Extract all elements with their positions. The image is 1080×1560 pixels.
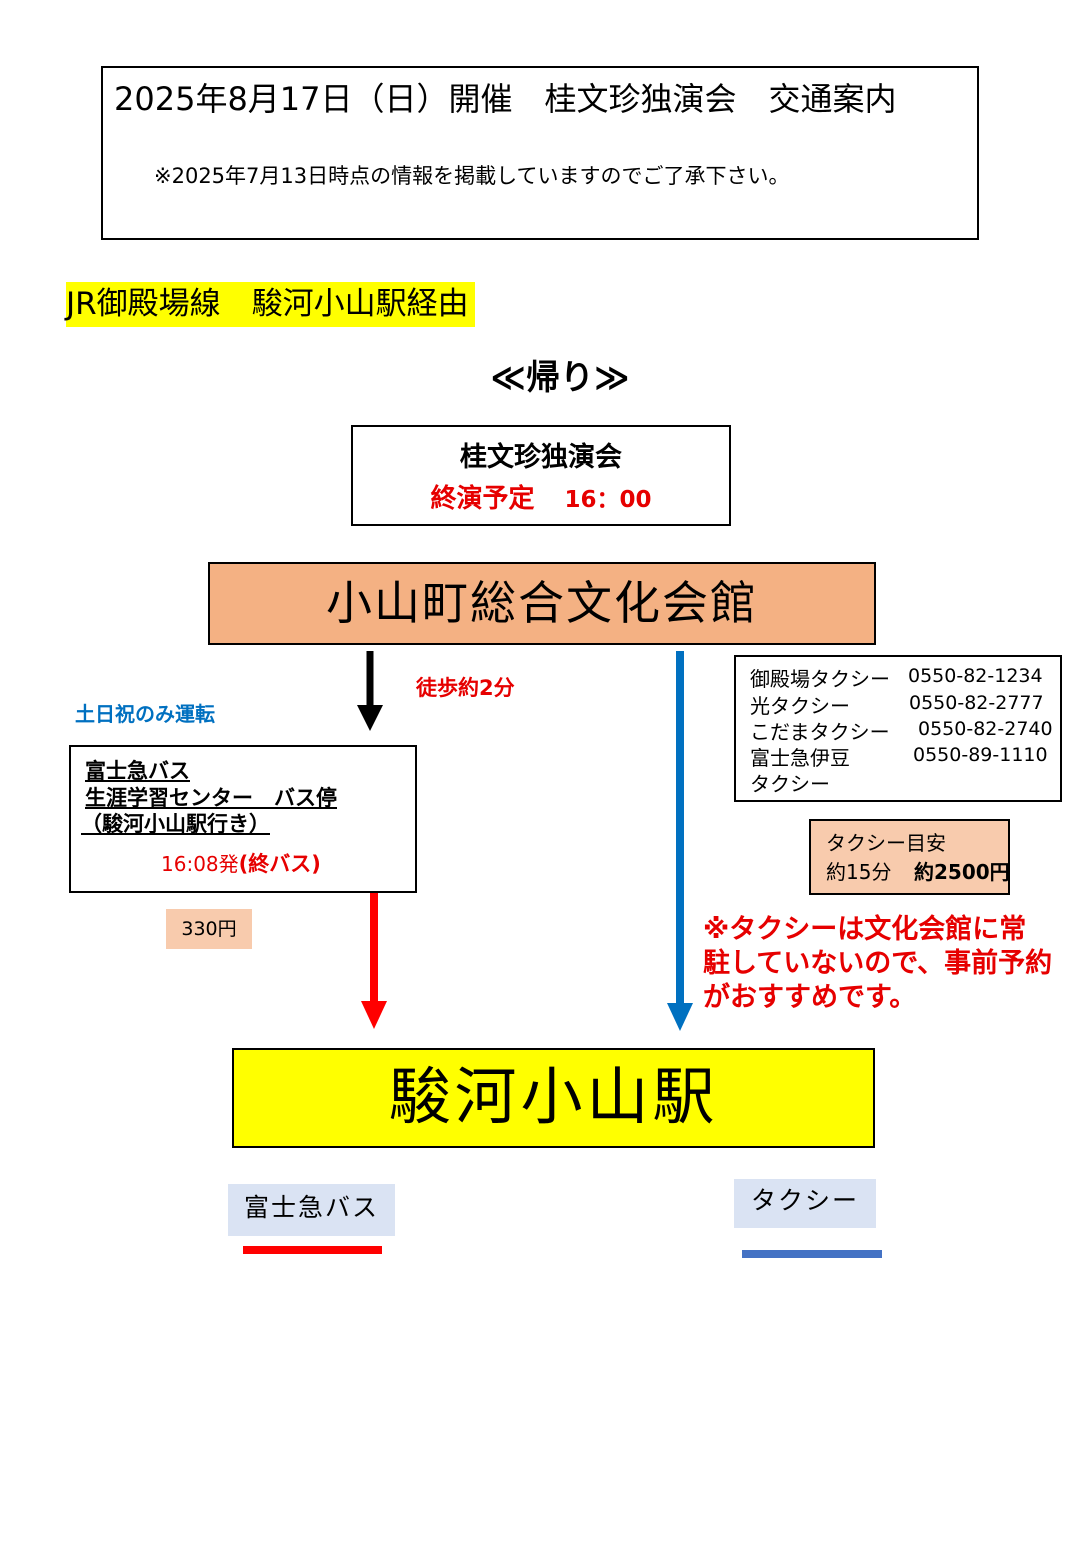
taxi-company: 御殿場タクシー — [750, 667, 890, 691]
taxi-estimate-time: 約15分 — [826, 860, 892, 884]
taxi-company: タクシー — [750, 772, 830, 796]
bus-stop-box: 富士急バス 生涯学習センター バス停 （駿河小山駅行き） 16:08発(終バス) — [69, 745, 417, 893]
venue-box: 小山町総合文化会館 — [208, 562, 876, 645]
return-heading: ≪帰り≫ — [490, 358, 630, 398]
taxi-company: 光タクシー — [750, 694, 850, 718]
taxi-estimate-title: タクシー目安 — [826, 831, 946, 855]
departure-time: 16:08発 — [161, 852, 239, 876]
taxi-phone: 0550-89-1110 — [913, 744, 1048, 766]
taxi-phone: 0550-82-2740 — [918, 718, 1053, 740]
taxi-arrow — [667, 651, 693, 1031]
legend-taxi: タクシー — [734, 1179, 876, 1228]
last-bus-label: (終バス) — [238, 852, 321, 876]
taxi-phone: 0550-82-2777 — [909, 692, 1044, 714]
bus-stop-name: 生涯学習センター バス停 — [85, 786, 337, 810]
header-box — [101, 66, 979, 240]
bus-departure: 16:08発(終バス) — [161, 848, 321, 878]
legend-taxi-line — [742, 1250, 882, 1258]
bus-company: 富士急バス — [85, 759, 190, 783]
bus-fare: 330円 — [166, 909, 252, 949]
station-box: 駿河小山駅 — [232, 1048, 875, 1148]
taxi-reservation-note: ※タクシーは文化会館に常駐していないので、事前予約がおすすめです。 — [703, 914, 1053, 1013]
walk-arrow — [357, 651, 383, 731]
taxi-contacts-box: 御殿場タクシー 0550-82-1234 光タクシー 0550-82-2777 … — [734, 655, 1062, 802]
bus-destination: （駿河小山駅行き） — [81, 812, 270, 836]
taxi-company: 富士急伊豆 — [750, 746, 850, 770]
taxi-phone: 0550-82-1234 — [908, 665, 1043, 687]
legend-bus: 富士急バス — [228, 1184, 395, 1236]
event-end-time: 終演予定 16：00 — [353, 478, 729, 515]
event-box: 桂文珍独演会 終演予定 16：00 — [351, 425, 731, 526]
end-time: 16：00 — [564, 487, 652, 513]
bus-arrow — [361, 893, 387, 1029]
taxi-estimate-fare: 約2500円 — [914, 860, 1010, 884]
info-date-note: ※2025年7月13日時点の情報を掲載していますのでご了承下さい。 — [154, 164, 790, 188]
walk-time-label: 徒歩約2分 — [416, 676, 515, 700]
taxi-estimate-box: タクシー目安 約15分 約2500円 — [809, 819, 1010, 895]
weekend-only-label: 土日祝のみ運転 — [75, 702, 215, 726]
end-label: 終演予定 — [430, 484, 535, 514]
event-name: 桂文珍独演会 — [460, 442, 622, 473]
taxi-company: こだまタクシー — [750, 720, 890, 744]
route-label: JR御殿場線 駿河小山駅経由 — [66, 282, 475, 327]
page-title: 2025年8月17日（日）開催 桂文珍独演会 交通案内 — [114, 80, 897, 118]
legend-bus-line — [243, 1246, 382, 1254]
